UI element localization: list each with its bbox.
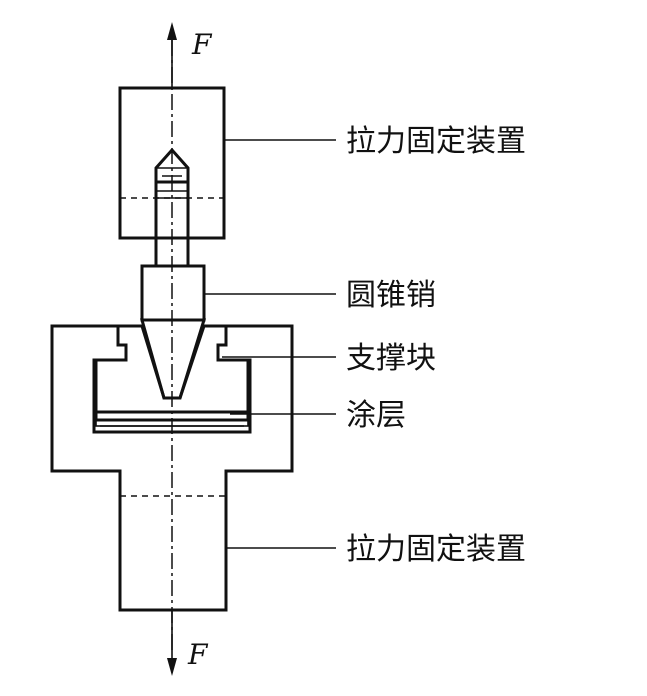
support-block	[94, 324, 250, 414]
force-arrow-bottom	[167, 610, 177, 676]
force-arrow-top	[167, 22, 177, 88]
label-upper-fixture: 拉力固定装置	[346, 124, 526, 159]
label-cone-pin: 圆锥销	[346, 278, 436, 313]
label-coating: 涂层	[346, 398, 406, 433]
force-label-top: F	[191, 28, 213, 61]
label-lower-fixture: 拉力固定装置	[346, 532, 526, 567]
force-label-bottom: F	[187, 638, 209, 671]
label-support-block: 支撑块	[346, 341, 436, 376]
